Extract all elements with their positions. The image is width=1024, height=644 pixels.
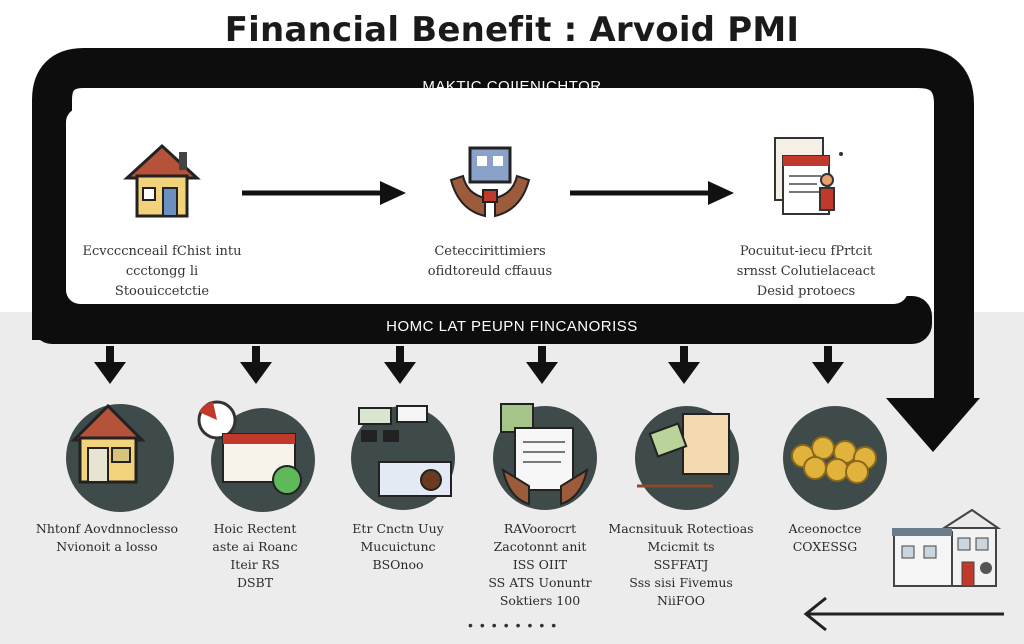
benefit-1 [36,400,186,517]
benefit-6 [756,400,906,517]
benefit-4 [468,400,618,517]
benefit-3 [326,400,476,517]
arrow-down-icon [94,346,126,384]
step-3: Pocuitut-iecu fPrtcit srnsst Colutielace… [706,136,906,302]
arrow-right-icon [570,181,734,205]
coins-pile-icon [783,406,887,510]
arrow-left-icon [803,596,1004,632]
step-caption: Ceteccirittimiers ofidtoreuld cffauus [427,244,553,279]
house-in-hands-icon [449,146,531,218]
benefit-caption: Macnsituuk Rotectioas Mcicmit ts SSFFATJ… [608,521,754,608]
step-1: Ecvcccnceail fChist intu ccctongg li Sto… [62,136,262,302]
money-card-icon [635,406,739,510]
step-caption: Pocuitut-iecu fPrtcit srnsst Colutielace… [736,244,876,299]
calendar-money-icon [197,400,315,512]
top-band-label: MAKTIC COIIENICHTOR [422,78,602,95]
arrow-down-icon [240,346,272,384]
house-icon [123,143,201,218]
arrow-down-icon [812,346,844,384]
house-with-door-icon [66,403,174,512]
townhouse-icon [892,508,1002,587]
benefit-5 [612,400,762,517]
arrow-down-icon [384,346,416,384]
page-title: Financial Benefit : Arvoid PMI [224,10,800,50]
arrow-right-icon [242,181,406,205]
dots-decoration: •••••••• [468,617,564,633]
step-2: Ceteccirittimiers ofidtoreuld cffauus [390,136,590,282]
benefit-caption: Hoic Rectent aste ai Roanc Iteir RS DSBT [212,521,298,590]
mid-band-label: HOMC LAT PEUPN FINCANORISS [386,318,638,335]
glasses-laptop-icon [351,405,455,510]
document-in-hands-icon [493,403,597,510]
benefit-2 [178,400,328,517]
benefit-caption: Aceonoctce COXESSG [788,521,862,554]
document-with-person-icon [774,137,843,215]
arrow-down-icon [526,346,558,384]
benefit-caption: RAVoorocrt Zacotonnt anit ISS OIIT SS AT… [488,521,592,608]
step-caption: Ecvcccnceail fChist intu ccctongg li Sto… [82,244,242,299]
arrow-down-icon [668,346,700,384]
benefit-caption: Nhtonf Aovdnnoclesso Nvionoit a losso [35,521,179,554]
benefit-caption: Etr Cnctn Uuy Mucuictunc BSOnoo [352,521,444,572]
